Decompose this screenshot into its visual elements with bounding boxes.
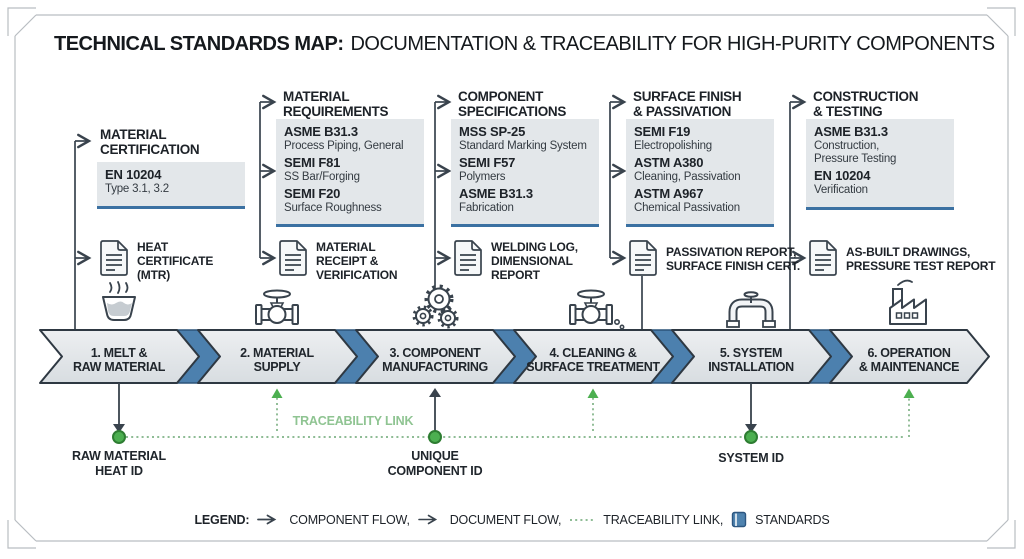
column-heading-construction-testing: CONSTRUCTION & TESTING — [813, 89, 919, 120]
standards-box-surface-finish: SEMI F19 Electropolishing ASTM A380 Clea… — [626, 119, 774, 228]
legend-standards-icon — [731, 511, 747, 528]
standard-code: SEMI F57 — [459, 154, 516, 170]
document-label-heat-certificate: HEAT CERTIFICATE (MTR) — [137, 240, 214, 283]
crucible-icon — [102, 281, 136, 321]
standard-code: ASTM A967 — [634, 185, 704, 201]
legend: LEGEND: COMPONENT FLOW, DOCUMENT FLOW, T… — [0, 511, 1024, 528]
document-label-passivation-report: PASSIVATION REPORT, SURFACE FINISH CERT. — [666, 245, 801, 274]
legend-component-flow-arrow-icon — [257, 514, 277, 525]
standard-desc: SS Bar/Forging — [284, 170, 360, 183]
standard-desc: Construction, Pressure Testing — [814, 139, 897, 165]
page-title-bold: TECHNICAL STANDARDS MAP: — [54, 33, 344, 55]
standard-code: SEMI F19 — [634, 124, 691, 139]
standard-desc: Verification — [814, 183, 868, 196]
legend-item-component-flow: COMPONENT FLOW, — [289, 512, 410, 527]
stage-arrow-4 — [513, 329, 674, 384]
stage-label-4: 4. CLEANING & SURFACE TREATMENT — [526, 345, 660, 374]
standard-item: ASME B31.3 Process Piping, General — [284, 124, 416, 153]
standards-box-construction-testing: ASME B31.3 Construction, Pressure Testin… — [806, 119, 954, 210]
standard-code: ASTM A380 — [634, 154, 704, 170]
document-icon — [279, 240, 307, 276]
standard-desc: Type 3.1, 3.2 — [105, 182, 169, 195]
column-heading-material-requirements: MATERIAL REQUIREMENTS — [283, 89, 389, 120]
column-heading-surface-finish: SURFACE FINISH & PASSIVATION — [633, 89, 742, 120]
valve-icon — [255, 289, 299, 325]
stage-arrows — [39, 329, 990, 384]
stage-label-5: 5. SYSTEM INSTALLATION — [708, 345, 794, 374]
standard-item: EN 10204 Verification — [814, 167, 946, 197]
standard-code: MSS SP-25 — [459, 124, 526, 139]
stage-label-6: 6. OPERATION & MAINTENANCE — [858, 345, 960, 374]
document-icon — [100, 240, 128, 276]
id-label-raw-material-heat-id: RAW MATERIAL HEAT ID — [72, 449, 166, 478]
document-label-material-receipt: MATERIAL RECEIPT & VERIFICATION — [316, 240, 398, 283]
cleaning-valve-icon — [569, 289, 625, 330]
standard-item: SEMI F20 Surface Roughness — [284, 185, 416, 215]
page-frame — [7, 7, 1016, 549]
legend-item-document-flow: DOCUMENT FLOW, — [449, 512, 562, 527]
standard-item: ASTM A967 Chemical Passivation — [634, 185, 766, 215]
standards-box-component-specifications: MSS SP-25 Standard Marking System SEMI F… — [451, 119, 599, 228]
legend-traceability-dotted-icon — [570, 518, 595, 521]
document-label-welding-log: WELDING LOG, DIMENSIONAL REPORT — [491, 240, 578, 283]
page-title: TECHNICAL STANDARDS MAP: DOCUMENTATION & … — [54, 33, 995, 56]
standard-desc: Standard Marking System — [459, 139, 587, 152]
stage-arrow-6 — [829, 329, 990, 384]
legend-item-traceability-link: TRACEABILITY LINK, — [603, 512, 724, 527]
document-flow-brackets — [74, 94, 807, 330]
legend-title: LEGEND: — [194, 512, 250, 527]
standard-code: ASME B31.3 — [284, 124, 358, 139]
stage-arrow-2 — [197, 329, 358, 384]
pipe-icon — [726, 291, 776, 328]
gears-icon — [412, 284, 459, 329]
standard-desc: Electropolishing — [634, 139, 712, 152]
standard-desc: Polymers — [459, 170, 506, 183]
standard-code: ASME B31.3 — [814, 124, 888, 139]
standard-item: ASME B31.3 Fabrication — [459, 185, 591, 215]
standard-item: SEMI F57 Polymers — [459, 154, 591, 184]
standard-code: EN 10204 — [105, 167, 162, 182]
traceability-dot — [744, 430, 758, 444]
traceability-dot — [112, 430, 126, 444]
traceability-dot — [428, 430, 442, 444]
document-label-as-built-drawings: AS-BUILT DRAWINGS, PRESSURE TEST REPORT — [846, 245, 996, 274]
column-heading-component-specifications: COMPONENT SPECIFICATIONS — [458, 89, 567, 120]
standard-item: SEMI F81 SS Bar/Forging — [284, 154, 416, 184]
standard-code: SEMI F20 — [284, 185, 341, 201]
standard-code: EN 10204 — [814, 167, 871, 183]
page-title-rest: DOCUMENTATION & TRACEABILITY FOR HIGH-PU… — [350, 33, 995, 55]
standard-code: SEMI F81 — [284, 154, 341, 170]
stage-label-3: 3. COMPONENT MANUFACTURING — [382, 345, 488, 374]
stage-arrow-5 — [671, 329, 832, 384]
document-icon — [454, 240, 482, 276]
standards-box-material-requirements: ASME B31.3 Process Piping, General SEMI … — [276, 119, 424, 228]
standard-item: EN 10204 Type 3.1, 3.2 — [105, 167, 237, 196]
stage-label-1: 1. MELT & RAW MATERIAL — [72, 345, 166, 374]
standard-code: ASME B31.3 — [459, 185, 533, 201]
standard-item: MSS SP-25 Standard Marking System — [459, 124, 591, 153]
factory-icon — [889, 279, 927, 325]
traceability-link-label: TRACEABILITY LINK — [292, 414, 414, 428]
standard-desc: Chemical Passivation — [634, 201, 740, 214]
stage-arrow-1 — [39, 329, 200, 384]
standard-desc: Surface Roughness — [284, 201, 382, 214]
document-icon — [809, 240, 837, 276]
standard-item: ASTM A380 Cleaning, Passivation — [634, 154, 766, 184]
id-label-system-id: SYSTEM ID — [718, 451, 784, 465]
standard-item: SEMI F19 Electropolishing — [634, 124, 766, 153]
traceability-graphics — [112, 383, 915, 444]
stage-arrow-3 — [355, 329, 516, 384]
standard-item: ASME B31.3 Construction, Pressure Testin… — [814, 124, 946, 166]
legend-item-standards: STANDARDS — [755, 512, 830, 527]
legend-document-flow-arrow-icon — [417, 514, 437, 525]
standard-desc: Process Piping, General — [284, 139, 404, 152]
column-heading-material-certification: MATERIAL CERTIFICATION — [100, 127, 200, 158]
standard-desc: Fabrication — [459, 201, 514, 214]
id-label-unique-component-id: UNIQUE COMPONENT ID — [387, 449, 483, 478]
standard-desc: Cleaning, Passivation — [634, 170, 741, 183]
document-icon — [629, 240, 657, 276]
stage-label-2: 2. MATERIAL SUPPLY — [240, 345, 314, 374]
standards-box-material-certification: EN 10204 Type 3.1, 3.2 — [97, 162, 245, 209]
